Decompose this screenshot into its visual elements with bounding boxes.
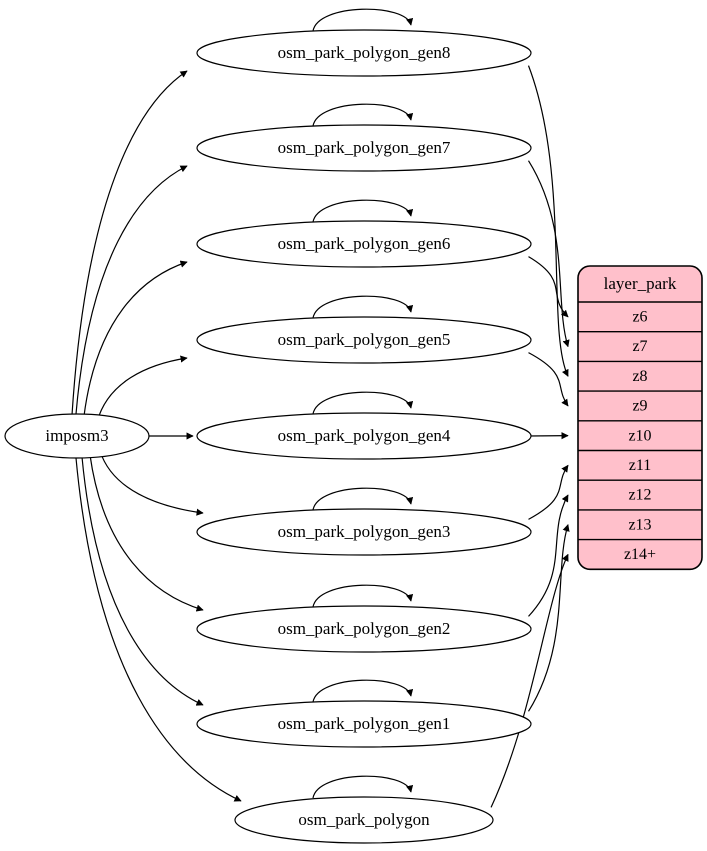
node-ellipse	[196, 316, 532, 364]
edge-imposm3-to-node	[81, 456, 204, 706]
edge-node-to-layer-row	[527, 160, 570, 348]
table-row-label: z8	[632, 368, 647, 385]
self-loop-edge	[312, 584, 414, 608]
node-ellipse	[4, 413, 150, 459]
node-label: osm_park_polygon	[298, 810, 430, 829]
self-loop-edge	[312, 8, 414, 32]
node-ellipse	[196, 508, 532, 556]
table-header-label: layer_park	[604, 274, 677, 293]
layer-park-table: layer_park z6 z7 z8 z9 z10 z11 z12 z13 z14+	[577, 265, 703, 571]
node-ellipse	[196, 124, 532, 172]
graph-node[interactable]: osm_park_polygon_gen3	[196, 508, 532, 556]
edge-imposm3-to-node	[75, 457, 242, 802]
table-row-label: z12	[628, 487, 651, 504]
source-node-label: imposm3	[45, 426, 108, 445]
edge-imposm3-to-node	[96, 355, 188, 423]
node-label: osm_park_polygon_gen7	[278, 138, 451, 157]
edge-imposm3-to-node	[99, 450, 204, 516]
edges-from-imposm3	[71, 70, 242, 802]
table-row-label: z9	[632, 398, 647, 415]
node-ellipse	[196, 29, 532, 77]
edge-node-to-layer-row	[528, 352, 569, 407]
node-label: osm_park_polygon_gen8	[278, 43, 451, 62]
edge-node-to-layer-row	[527, 524, 570, 712]
self-loop-edges	[312, 8, 414, 799]
table-layer-park[interactable]: layer_park z6 z7 z8 z9 z10 z11 z12 z13 z14+	[577, 265, 703, 571]
edge-node-to-layer-row	[528, 464, 569, 520]
edge-imposm3-to-node	[89, 454, 204, 612]
graph-node[interactable]: osm_park_polygon_gen6	[196, 220, 532, 268]
table-row-label: z14+	[624, 546, 656, 563]
edge-imposm3-to-node	[83, 260, 188, 417]
table-row-label: z7	[632, 338, 647, 355]
edge-imposm3-to-node	[75, 165, 188, 415]
node-ellipse	[234, 796, 494, 844]
table-body	[577, 265, 703, 571]
node-label: osm_park_polygon_gen5	[278, 330, 451, 349]
edge-node-to-layer-row	[490, 553, 569, 808]
edge-imposm3-to-node	[71, 70, 188, 416]
edge-node-to-layer-row	[528, 256, 569, 318]
node-label: osm_park_polygon_gen3	[278, 522, 451, 541]
node-label: osm_park_polygon_gen1	[278, 714, 451, 733]
graph-node[interactable]: osm_park_polygon_gen2	[196, 605, 532, 653]
edge-node-to-layer-row	[527, 65, 569, 377]
table-row-label: z10	[628, 427, 651, 444]
graph-node[interactable]: osm_park_polygon_gen8	[196, 29, 532, 77]
graph-node[interactable]: osm_park_polygon_gen1	[196, 700, 532, 748]
edges-to-layer-park	[490, 65, 570, 808]
self-loop-edge	[312, 391, 414, 415]
self-loop-edge	[312, 295, 414, 319]
self-loop-edge	[312, 199, 414, 223]
self-loop-edge	[312, 679, 414, 703]
graph-node[interactable]: osm_park_polygon_gen5	[196, 316, 532, 364]
table-row-label: z11	[629, 457, 652, 474]
node-label: osm_park_polygon_gen2	[278, 619, 451, 638]
self-loop-edge	[312, 775, 414, 799]
self-loop-edge	[312, 487, 414, 511]
self-loop-edge	[312, 103, 414, 127]
table-row-label: z13	[628, 516, 651, 533]
node-ellipse	[196, 412, 532, 460]
edge-node-to-layer-row	[528, 494, 569, 617]
graph-node[interactable]: osm_park_polygon_gen7	[196, 124, 532, 172]
node-label: osm_park_polygon_gen6	[278, 234, 451, 253]
graph-node[interactable]: osm_park_polygon	[234, 796, 494, 844]
table-row-label: z6	[632, 309, 647, 326]
node-label: osm_park_polygon_gen4	[278, 426, 451, 445]
graph-node[interactable]: osm_park_polygon_gen4	[196, 412, 532, 460]
node-ellipse	[196, 220, 532, 268]
node-shapes: osm_park_polygon_gen8 osm_park_polygon_ge…	[4, 29, 532, 844]
node-ellipse	[196, 605, 532, 653]
node-ellipse	[196, 700, 532, 748]
source-node-imposm3[interactable]: imposm3	[4, 413, 150, 459]
